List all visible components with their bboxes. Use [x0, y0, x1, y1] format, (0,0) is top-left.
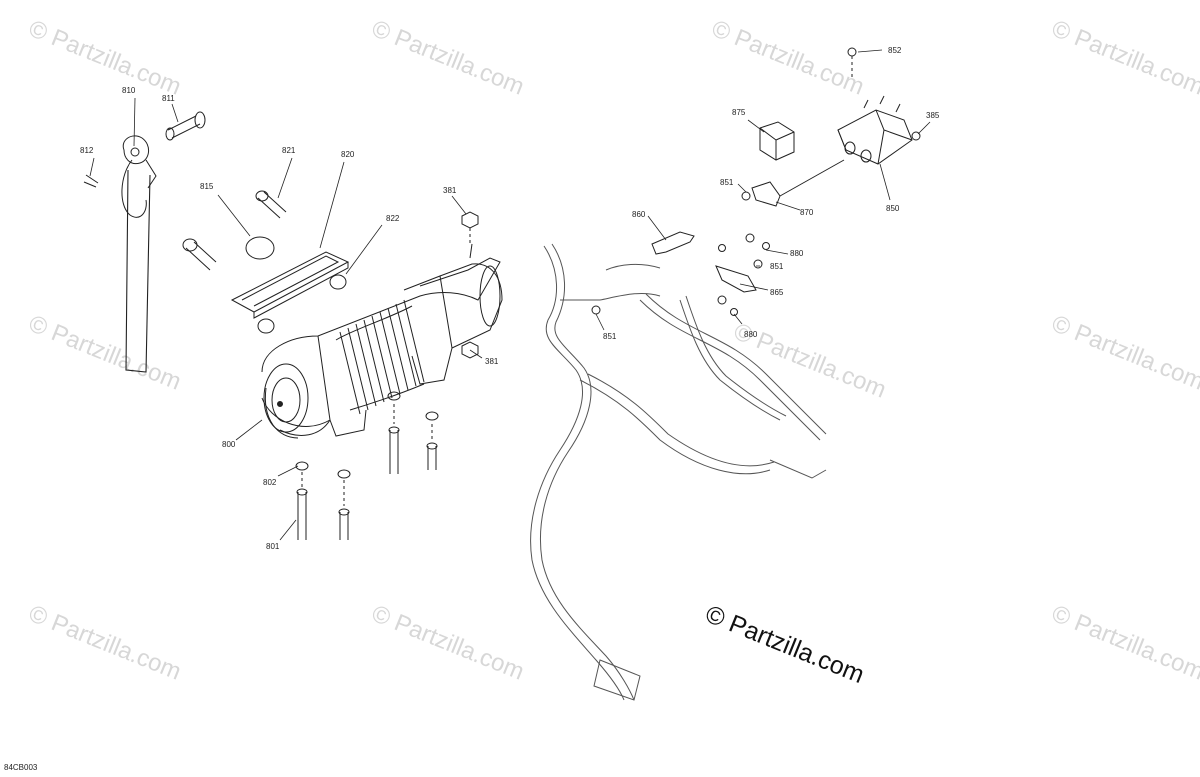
callout-800: 800 — [222, 440, 236, 449]
callout-875: 875 — [732, 108, 746, 117]
callout-822: 822 — [386, 214, 400, 223]
callout-851-b: 851 — [770, 262, 784, 271]
diagram-code: 84CB003 — [4, 763, 38, 772]
callout-880-b: 880 — [744, 330, 758, 339]
wiring-harness — [530, 243, 827, 701]
callout-870: 870 — [800, 208, 814, 217]
callout-810: 810 — [122, 86, 136, 95]
small-hardware — [591, 47, 921, 316]
solenoid — [837, 95, 913, 165]
callout-381-bottom: 381 — [485, 357, 499, 366]
callout-880-a: 880 — [790, 249, 804, 258]
callout-801: 801 — [266, 542, 280, 551]
callout-811: 811 — [162, 94, 175, 103]
callout-815: 815 — [200, 182, 214, 191]
winch-hook-strap — [83, 135, 157, 373]
callout-385: 385 — [926, 111, 940, 120]
callout-821: 821 — [282, 146, 296, 155]
callout-851-c: 851 — [603, 332, 617, 341]
bracket-870 — [751, 181, 781, 207]
callout-865: 865 — [770, 288, 784, 297]
callout-820: 820 — [341, 150, 355, 159]
callout-850: 850 — [886, 204, 900, 213]
bracket-860 — [651, 231, 695, 255]
callout-381-top: 381 — [443, 186, 457, 195]
relay — [759, 121, 795, 161]
callout-851-a: 851 — [720, 178, 734, 187]
fairlead — [230, 251, 350, 319]
callout-812: 812 — [80, 146, 94, 155]
fairlead-bolts — [182, 190, 287, 271]
spacer — [245, 236, 275, 260]
winch-assembly — [261, 243, 503, 439]
callout-852: 852 — [888, 46, 902, 55]
leader-lines — [89, 49, 931, 541]
callout-860: 860 — [632, 210, 646, 219]
winch-pin — [165, 111, 206, 141]
mounting-bolts — [295, 211, 479, 540]
bracket-865 — [715, 265, 757, 293]
callout-802: 802 — [263, 478, 277, 487]
fairlead-nuts — [257, 274, 347, 334]
